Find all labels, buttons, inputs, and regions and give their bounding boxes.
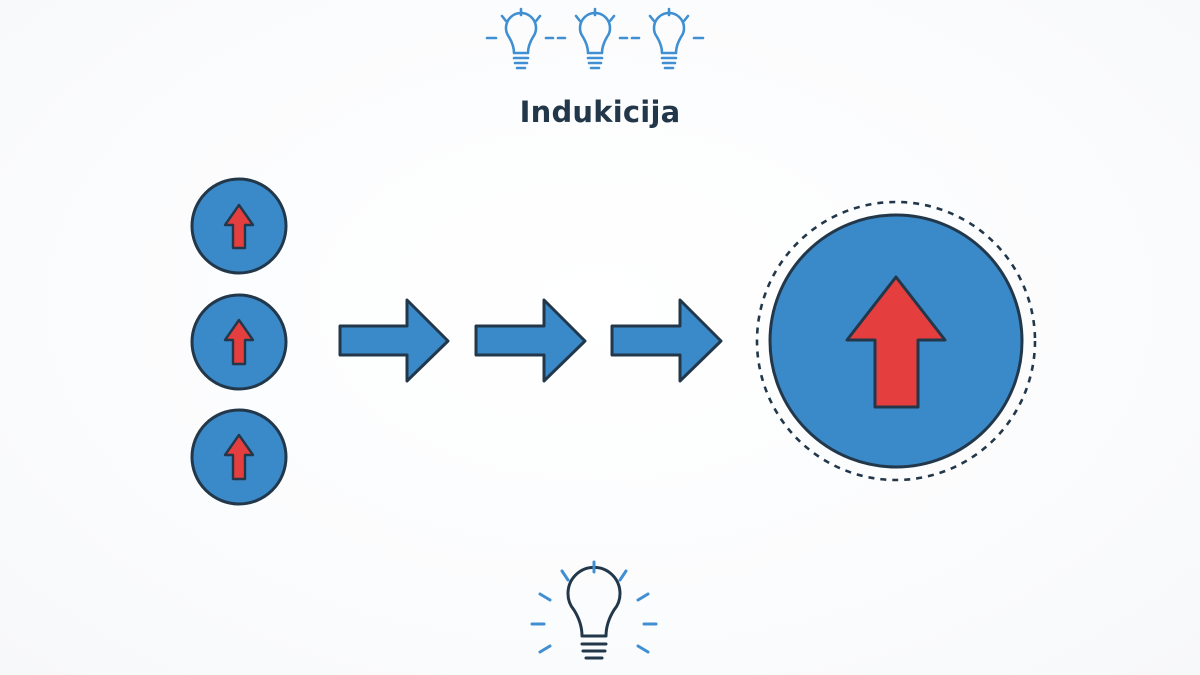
up-arrow-icon <box>223 318 255 366</box>
up-arrow-icon <box>223 433 255 481</box>
up-arrow-icon <box>223 203 255 250</box>
right-arrow-icon <box>474 298 587 383</box>
lightbulb-icon <box>574 7 616 70</box>
small-marker-2 <box>190 293 288 391</box>
right-arrow-icon <box>338 298 450 383</box>
dashed-ring <box>755 200 1037 482</box>
diagram-title: Indukicija <box>519 95 681 129</box>
lightbulb-icon <box>530 560 658 660</box>
lightbulb-icon <box>500 7 542 70</box>
lightbulb-icon <box>648 7 690 70</box>
small-marker-3 <box>190 408 288 506</box>
result-marker <box>755 200 1037 482</box>
top-bulb-row <box>485 7 705 70</box>
right-arrow-icon <box>610 298 723 383</box>
small-marker-1 <box>190 177 288 275</box>
up-arrow-icon <box>845 275 947 409</box>
